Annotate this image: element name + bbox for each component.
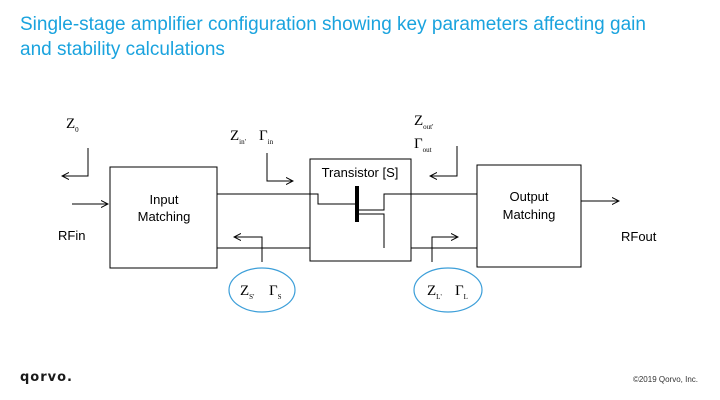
gamma-in-main: Γ — [259, 128, 268, 144]
gamma-out-sub: out — [423, 146, 432, 154]
gamma-in-sub: in — [268, 138, 274, 146]
zin-main: Z — [230, 128, 239, 144]
output-matching-block — [476, 164, 582, 268]
load-reflection-ellipse — [413, 267, 483, 313]
zin-sub: in' — [239, 138, 246, 146]
source-reflection-ellipse — [228, 267, 296, 313]
zl-arrow — [431, 237, 458, 262]
zl-main: Z — [427, 283, 436, 299]
transistor-gate-lead — [310, 193, 357, 205]
zin-arrow — [266, 153, 293, 181]
transistor-source-lead — [357, 213, 385, 248]
gamma-s-main: Γ — [269, 283, 278, 299]
zout-sub: out' — [423, 123, 433, 131]
input-matching-label-line-1: Input — [150, 192, 179, 207]
qorvo-logo: qorvo. — [20, 370, 73, 385]
gamma-l-main: Γ — [455, 283, 464, 299]
gamma-out-main: Γ — [414, 136, 423, 152]
zout-main: Z — [414, 113, 423, 129]
gamma-s-label: ΓS — [269, 283, 282, 301]
gamma-in-label: Γin — [259, 128, 274, 146]
output-matching-label-line-2: Matching — [503, 207, 556, 222]
zs-arrow — [234, 237, 263, 262]
z0-label: Z0 — [66, 116, 79, 134]
slide-title-line-2: and stability calculations — [20, 39, 225, 60]
zout-label: Zout' — [414, 113, 433, 131]
zs-label: ZS' — [240, 283, 254, 301]
transistor-drain-lead — [357, 193, 411, 211]
input-matching-block — [109, 166, 218, 269]
z0-arrow — [62, 148, 89, 176]
gamma-s-sub: S — [278, 293, 282, 301]
gamma-out-label: Γout — [414, 136, 432, 154]
output-matching-label-line-1: Output — [509, 189, 548, 204]
zl-sub: L' — [436, 293, 442, 301]
z0-main: Z — [66, 116, 75, 132]
rfout-label: RFout — [621, 229, 657, 244]
zin-label: Zin' — [230, 128, 246, 146]
zs-sub: S' — [249, 293, 254, 301]
gamma-l-label: ΓL — [455, 283, 468, 301]
copyright-notice: ©2019 Qorvo, Inc. — [632, 375, 698, 384]
zl-label: ZL' — [427, 283, 442, 301]
zout-arrow — [430, 146, 458, 176]
input-matching-label-line-2: Matching — [138, 209, 191, 224]
slide-title-line-1: Single-stage amplifier configuration sho… — [20, 14, 646, 35]
zs-main: Z — [240, 283, 249, 299]
slide-title: Single-stage amplifier configuration sho… — [20, 12, 700, 62]
transistor-label: Transistor [S] — [322, 165, 399, 180]
gamma-l-sub: L — [464, 293, 468, 301]
rfin-label: RFin — [58, 228, 85, 243]
z0-sub: 0 — [75, 126, 79, 134]
